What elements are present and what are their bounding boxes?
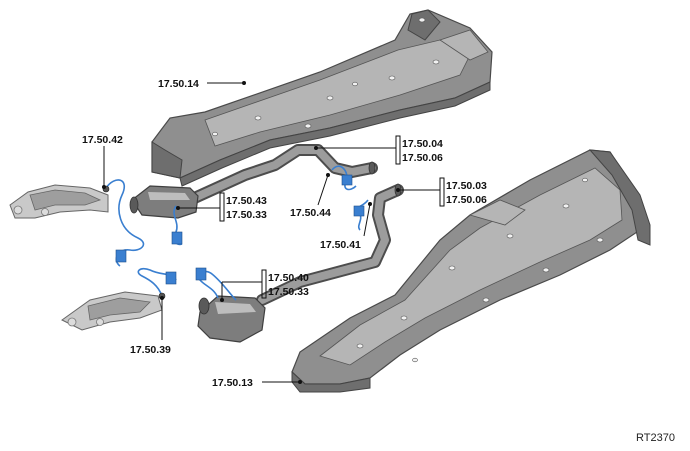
label-17-50-04: 17.50.04 — [402, 138, 443, 150]
labels: 17.50.14 17.50.42 17.50.43 17.50.33 17.5… — [82, 78, 675, 444]
label-17-50-14: 17.50.14 — [158, 78, 199, 90]
manifold-right — [9, 184, 109, 219]
label-17-50-41: 17.50.41 — [320, 239, 361, 251]
label-17-50-06-b: 17.50.06 — [446, 194, 487, 206]
cat-left — [197, 295, 266, 343]
label-17-50-33-a: 17.50.33 — [226, 209, 267, 221]
manifold-left — [61, 291, 163, 331]
reference-code: RT2370 — [636, 432, 675, 444]
label-17-50-44: 17.50.44 — [290, 207, 331, 219]
label-17-50-42: 17.50.42 — [82, 134, 123, 146]
label-17-50-13: 17.50.13 — [212, 377, 253, 389]
heat-shield-lower — [291, 149, 651, 393]
pipe-left — [256, 183, 404, 306]
label-17-50-40: 17.50.40 — [268, 272, 309, 284]
label-17-50-43: 17.50.43 — [226, 195, 267, 207]
pipe-right — [184, 144, 378, 206]
sensor-wires — [102, 165, 369, 301]
heat-shield-upper — [151, 9, 493, 187]
label-17-50-06-a: 17.50.06 — [402, 152, 443, 164]
label-17-50-33-b: 17.50.33 — [268, 286, 309, 298]
cat-right — [129, 185, 199, 219]
leader-lines — [102, 81, 445, 384]
label-17-50-03: 17.50.03 — [446, 180, 487, 192]
label-17-50-39: 17.50.39 — [130, 344, 171, 356]
